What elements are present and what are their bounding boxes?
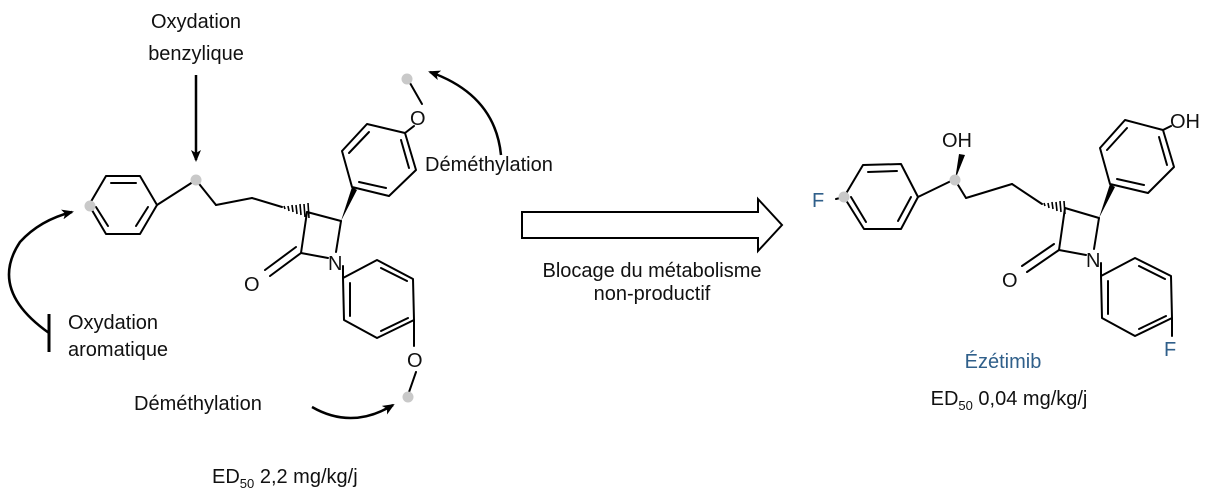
product-name: Ézétimib: [965, 350, 1042, 373]
arrow-caption-line1: Blocage du métabolisme: [542, 260, 761, 282]
carbonyl-oxygen: O: [244, 274, 260, 296]
oxidation-benzylic-label-line2: benzylique: [148, 43, 244, 65]
starting-molecule: O N O O: [84, 73, 426, 403]
hydroxyphenyl-ring: [1099, 119, 1175, 194]
demethylation-bottom-label: Déméthylation: [134, 393, 262, 415]
hydroxyl-wedge-bond: [955, 154, 965, 180]
propyl-chain: [156, 179, 283, 208]
lower-methoxyphenyl-ring: [342, 259, 417, 396]
reaction-arrow: [521, 196, 784, 254]
aromatic-oxidation-site: [84, 200, 96, 212]
demethylation-top-label: Déméthylation: [425, 154, 553, 176]
carbonyl-oxygen-product: O: [1002, 270, 1018, 292]
hashed-wedge-bond: [283, 202, 310, 219]
fluorine-right: F: [1164, 339, 1176, 361]
benzylic-oxidation-site: [190, 174, 202, 186]
oxidation-benzylic-label-line1: Oxydation: [151, 11, 241, 33]
hydroxyl-group: OH: [942, 130, 972, 152]
hashed-wedge-bond-product: [1043, 200, 1066, 215]
ed50-product: ED50 0,04 mg/kg/j: [931, 388, 1088, 413]
ezetimibe-molecule: F OH O N: [812, 111, 1200, 361]
beta-lactam-ring: [264, 211, 342, 277]
blocked-aromatic-site: [838, 191, 850, 203]
upper-methoxy-oxygen: O: [410, 108, 426, 130]
demethylation-bottom-arrow: [311, 403, 395, 420]
oxidation-aromatic-label-line1: Oxydation: [68, 312, 158, 334]
upper-methoxyphenyl-ring: [341, 82, 423, 197]
beta-lactam-ring-product: [1021, 207, 1100, 273]
upper-demethylation-site: [401, 73, 413, 85]
fluorophenyl-ring-right: [1100, 257, 1173, 337]
ed50-starting-compound: ED50 2,2 mg/kg/j: [212, 466, 358, 491]
blocked-benzylic-site: [949, 174, 961, 186]
demethylation-top-arrow: [428, 70, 503, 156]
hydroxy-propyl-chain: [917, 179, 1043, 205]
solid-wedge-bond-product: [1099, 184, 1115, 218]
phenol-hydroxyl: OH: [1170, 111, 1200, 133]
lactam-nitrogen: N: [328, 253, 342, 275]
oxidation-aromatic-label-line2: aromatique: [68, 339, 168, 361]
fluorine-left: F: [812, 190, 824, 212]
solid-wedge-bond: [341, 187, 357, 221]
lower-methoxy-oxygen: O: [407, 350, 423, 372]
lactam-nitrogen-product: N: [1086, 250, 1100, 272]
aromatic-oxidation-arrow: [7, 209, 74, 335]
lower-demethylation-site: [402, 391, 414, 403]
arrow-caption-line2: non-productif: [594, 283, 711, 305]
phenyl-ring: [88, 175, 158, 235]
